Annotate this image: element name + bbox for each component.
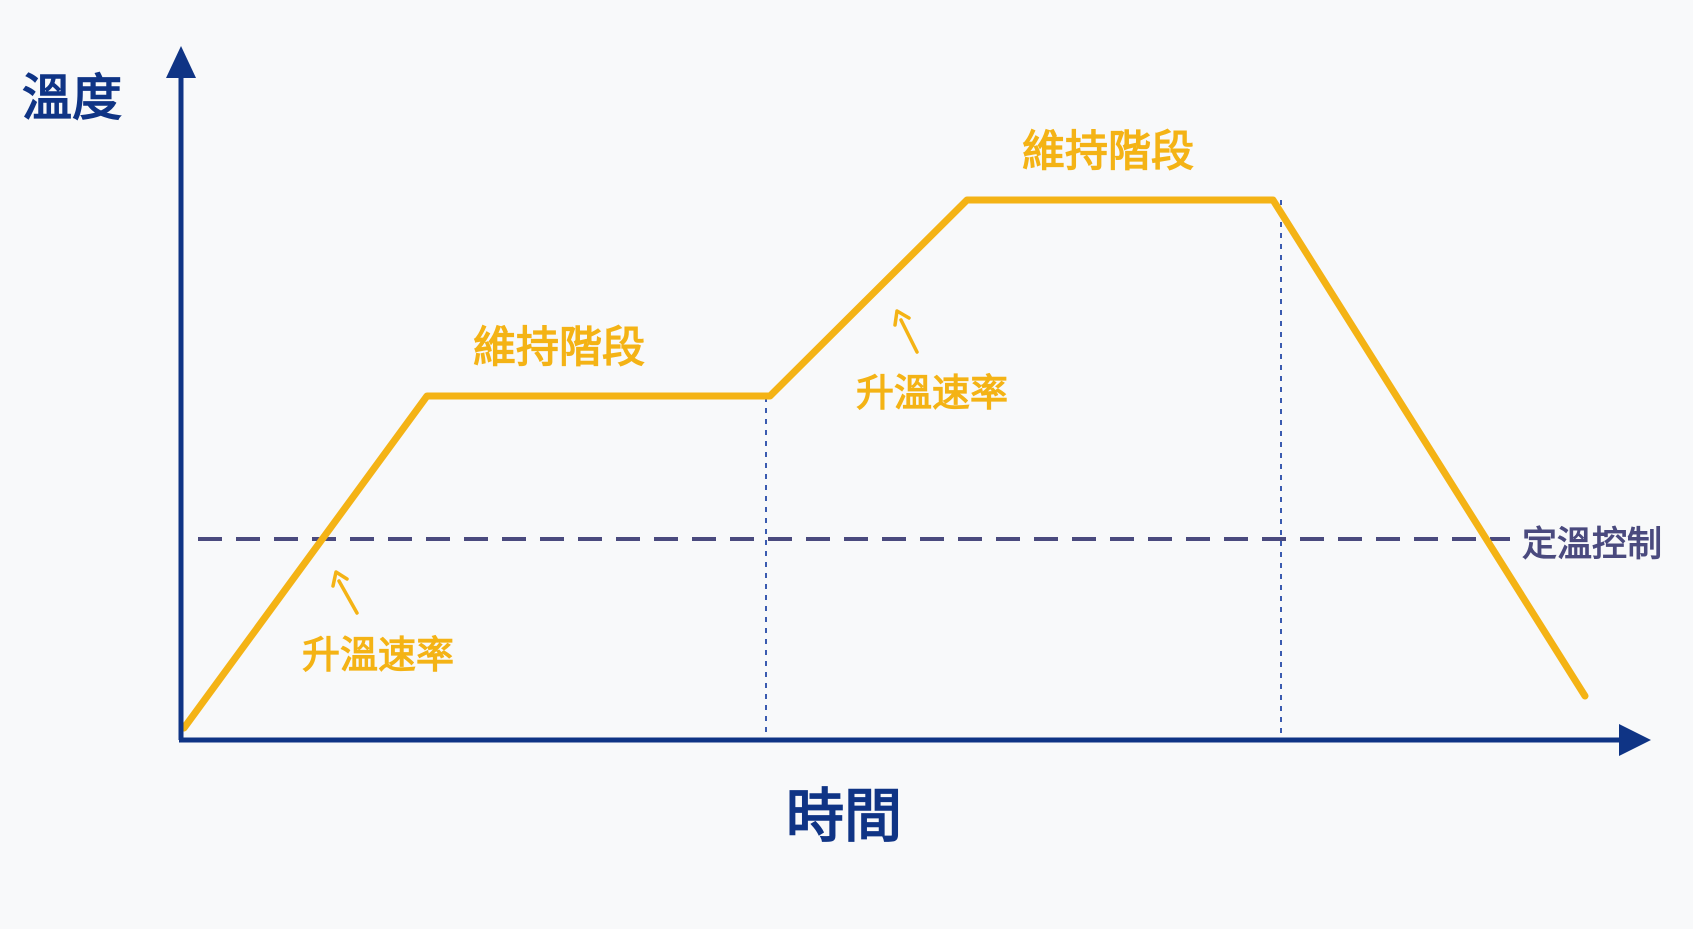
x-axis-arrow-icon bbox=[1619, 724, 1651, 756]
y-axis-label: 溫度 bbox=[22, 69, 122, 127]
hold-phase-label-1: 維持階段 bbox=[473, 323, 645, 373]
ramp-1-arrow-icon bbox=[331, 570, 359, 615]
ramp-2-arrow-icon bbox=[893, 309, 919, 354]
hold-phase-label-2: 維持階段 bbox=[1022, 127, 1194, 177]
y-axis-arrow-icon bbox=[166, 46, 196, 78]
ramp-rate-label-1: 升溫速率 bbox=[302, 633, 454, 677]
temperature-profile-line bbox=[180, 196, 1589, 732]
ramp-rate-label-2: 升溫速率 bbox=[856, 371, 1008, 415]
x-axis-label: 時間 bbox=[786, 782, 902, 850]
constant-temp-label: 定溫控制 bbox=[1522, 525, 1662, 565]
